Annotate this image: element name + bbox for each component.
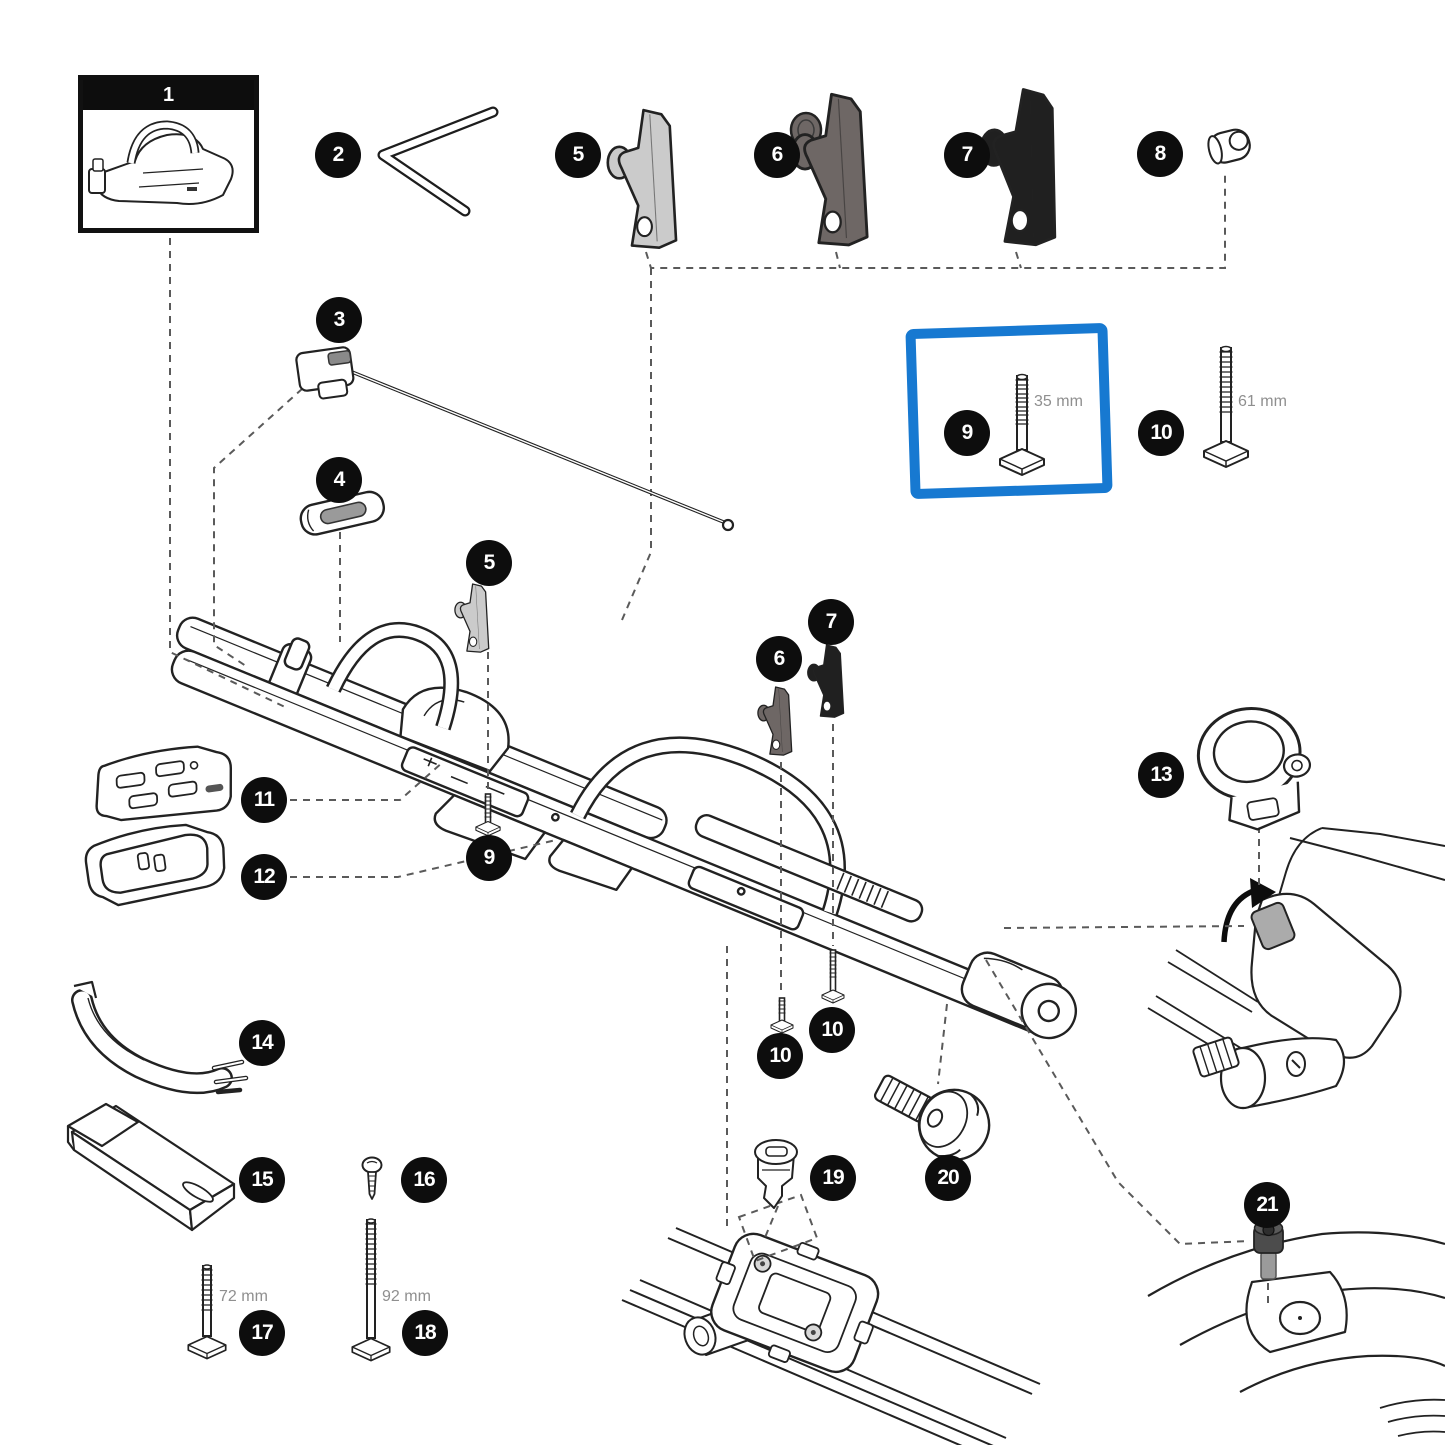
part-marker-6-on-assembly: 6 [756,636,802,682]
rotate-arrow-head-icon [1250,878,1276,908]
clamp-ring-icon [1196,706,1312,831]
part-marker-6: 6 [754,132,800,178]
part-marker-10-on-assembly-a: 10 [757,1033,803,1079]
length-label-72mm: 72 mm [219,1288,268,1305]
crossbar-assembly [621,1227,1041,1445]
collar-highlight [1250,901,1296,951]
holder-jaw-5-icon [606,108,678,249]
adapter-plate-icon [95,745,233,822]
part-marker-7: 7 [944,132,990,178]
part-1-legend-box: 1 [78,75,259,233]
frame-bracket-detail [1147,1231,1445,1437]
part-1-marker: 1 [83,80,254,110]
holder-jaw-7-small-icon [807,644,845,718]
carrier-thumbnail-icon [88,120,234,205]
strap-clip-icon [299,490,386,536]
part-marker-19: 19 [810,1155,856,1201]
part-marker-17: 17 [239,1310,285,1356]
part-marker-16: 16 [401,1157,447,1203]
part-marker-8: 8 [1137,131,1183,177]
pin-sleeve-icon [1207,128,1251,165]
t-bolt-61mm-icon [1203,345,1249,468]
part-1-thumbnail [83,110,254,228]
holder-jaw-5-small-icon [454,583,490,653]
part-marker-20: 20 [925,1155,971,1201]
t-bolt-72mm-icon [187,1264,227,1360]
part-marker-15: 15 [239,1157,285,1203]
main-carrier-assembly [170,616,1077,1040]
highlight-box-part-9 [905,322,1113,500]
t-bolt-10b-small-icon [821,949,845,1004]
t-bolt-10a-small-icon [770,997,794,1034]
locking-knob-icon [873,1074,991,1162]
clamp-subassembly [1147,827,1445,1110]
part-marker-14: 14 [239,1020,285,1066]
part-marker-11: 11 [241,777,287,823]
rotate-arrow-icon [1221,887,1257,943]
length-label-61mm: 61 mm [1238,393,1287,410]
part-marker-4: 4 [316,457,362,503]
part-marker-3: 3 [316,297,362,343]
adapter-frame-icon [84,823,226,907]
screw-icon [361,1156,383,1200]
part-marker-18: 18 [402,1310,448,1356]
part-marker-5: 5 [555,132,601,178]
length-label-92mm: 92 mm [382,1288,431,1305]
part-marker-13: 13 [1138,752,1184,798]
hex-key-icon [377,106,499,217]
socket-head-bolt-icon [1253,1220,1284,1280]
part-marker-7-on-assembly: 7 [808,599,854,645]
part-marker-10-on-assembly-b: 10 [809,1007,855,1053]
holder-jaw-6-icon [789,92,869,247]
holder-jaw-6-small-icon [757,686,793,756]
part-marker-10: 10 [1138,410,1184,456]
part-marker-9: 9 [944,410,990,456]
holder-jaw-7-icon [976,86,1062,247]
length-label-35mm: 35 mm [1034,393,1083,410]
wedge-block-icon [66,1102,236,1232]
part-marker-21: 21 [1244,1182,1290,1228]
part-marker-12: 12 [241,854,287,900]
part-marker-5-on-assembly: 5 [466,540,512,586]
leader-lines [169,174,1269,1309]
curved-arm-icon [71,980,249,1095]
t-bolt-35mm-icon [999,373,1045,476]
lock-cylinder-icon [754,1139,798,1209]
part-marker-2: 2 [315,132,361,178]
t-bolt-92mm-icon [351,1218,391,1362]
cable-with-connector-icon [295,346,735,532]
t-bolt-9-small-icon [475,793,501,837]
part-marker-9-on-assembly: 9 [466,835,512,881]
